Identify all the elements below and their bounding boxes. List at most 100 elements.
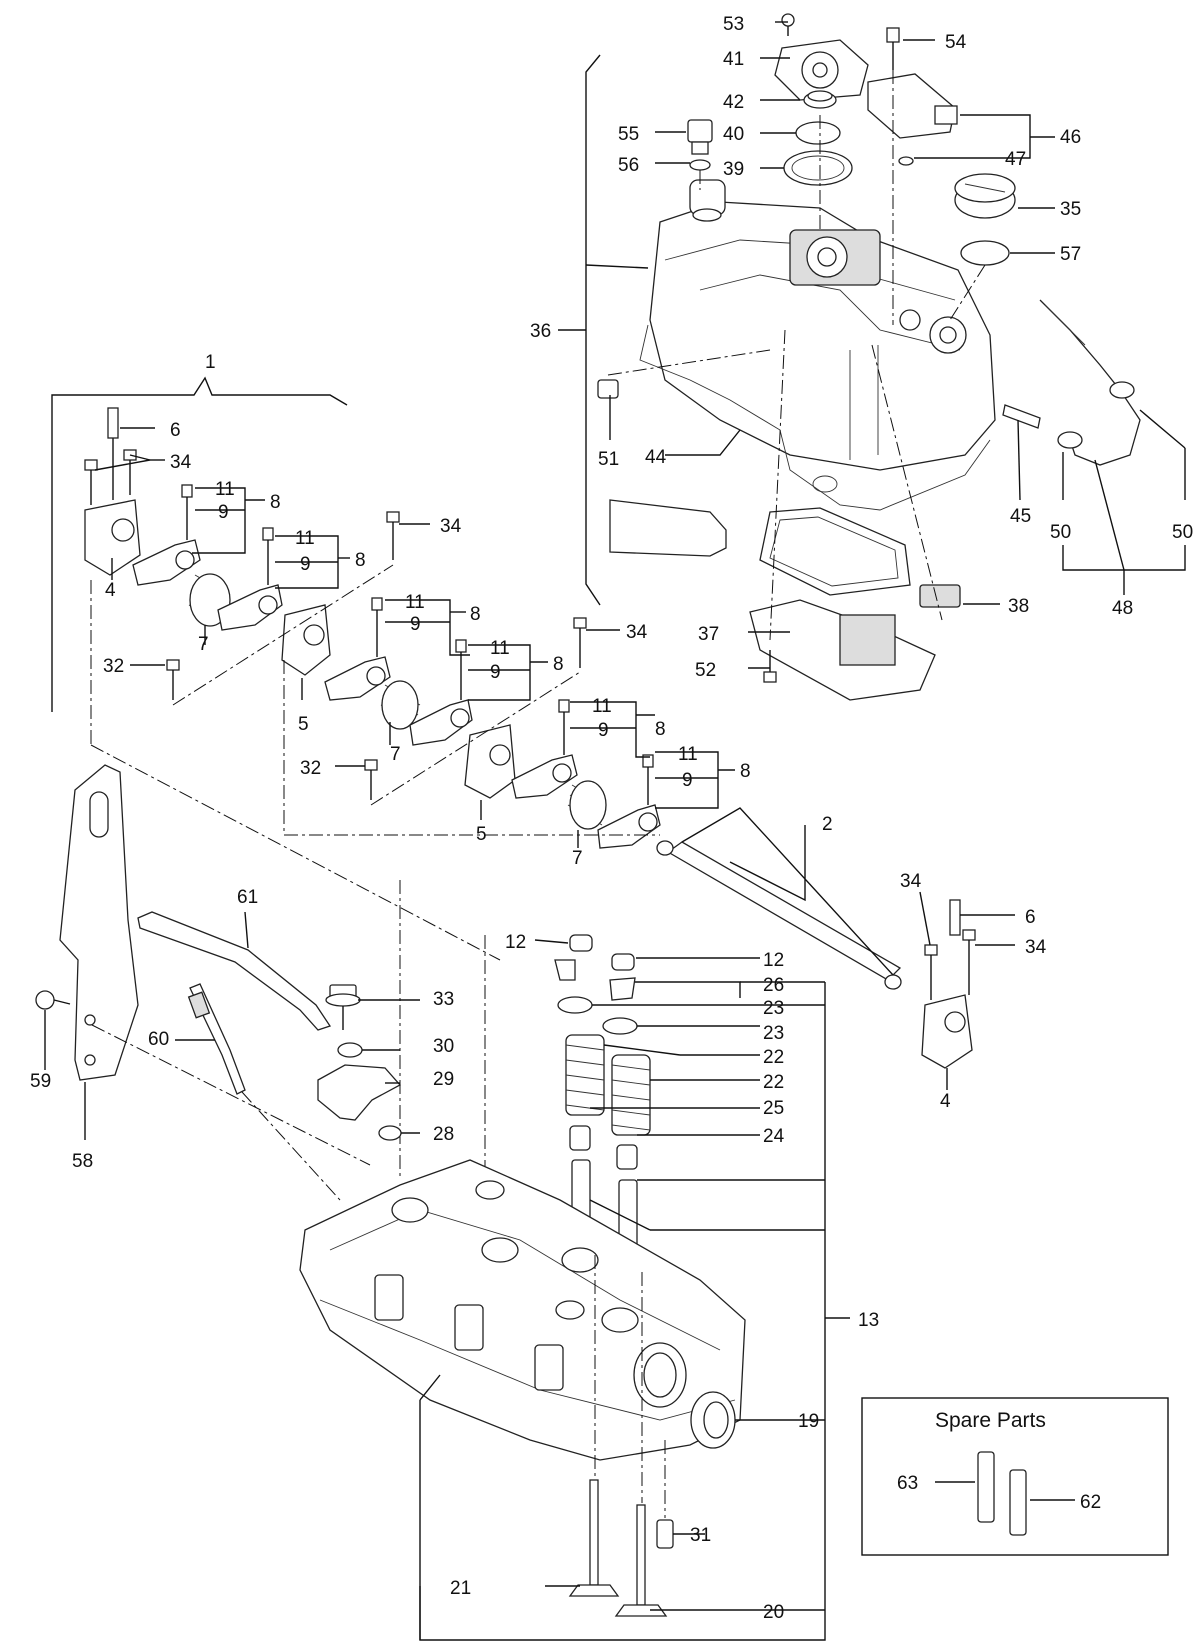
spring-42[interactable]	[803, 90, 837, 109]
sensor-46[interactable]	[867, 73, 958, 139]
label-53: 53	[723, 14, 744, 35]
label-9a: 9	[218, 502, 229, 523]
label-7b: 7	[390, 744, 401, 765]
label-9f: 9	[682, 770, 693, 791]
label-11e: 11	[592, 696, 612, 717]
glow-plug-lead-61[interactable]	[137, 911, 332, 1031]
rocker-arm-8-c[interactable]	[324, 597, 391, 701]
bolts-32[interactable]	[166, 659, 378, 800]
plug-55[interactable]	[687, 119, 713, 155]
label-35: 35	[1060, 199, 1081, 220]
label-56: 56	[618, 155, 639, 176]
rocker-support-4-left[interactable]	[84, 420, 141, 576]
label-34d: 34	[900, 871, 922, 892]
rocker-arm-8-a[interactable]	[132, 484, 201, 586]
bracket-group-36	[585, 54, 601, 606]
rocker-support-5-a[interactable]	[281, 604, 331, 676]
rocker-shaft-2[interactable]	[656, 840, 902, 990]
part-number-labels: 53 54 41 42 40 55 46 56 39 47 35 57 36 1…	[30, 14, 1193, 1623]
label-40: 40	[723, 124, 744, 145]
seal-ring-19[interactable]	[690, 1391, 736, 1449]
label-42: 42	[723, 92, 744, 113]
diaphragm-cover-41[interactable]	[774, 39, 869, 101]
plate-40[interactable]	[795, 121, 841, 145]
cap-51[interactable]	[597, 379, 619, 399]
diaphragm-39[interactable]	[783, 150, 853, 186]
o-ring-56[interactable]	[689, 159, 711, 171]
label-41: 41	[723, 49, 744, 70]
hose-clamps-50[interactable]	[1057, 381, 1135, 449]
sealant-tube	[609, 499, 727, 557]
label-62: 62	[1080, 1492, 1101, 1513]
label-11d: 11	[490, 638, 510, 659]
washer-28[interactable]	[378, 1125, 402, 1141]
valve-collets-26[interactable]	[609, 977, 636, 1001]
keepers-12[interactable]	[554, 934, 635, 981]
fitting-45[interactable]	[1002, 404, 1041, 429]
clamp-29[interactable]	[317, 1064, 402, 1121]
rocker-support-4-right[interactable]	[921, 899, 976, 1069]
bracket-group-1	[51, 376, 348, 712]
bolt-34-c[interactable]	[573, 617, 587, 668]
rocker-arm-8-e[interactable]	[511, 699, 578, 799]
valve-stem-seals[interactable]	[569, 1125, 638, 1170]
breather-hose-48[interactable]	[1039, 299, 1141, 466]
label-2: 2	[822, 814, 833, 835]
rocker-arm-8-b[interactable]	[217, 527, 283, 631]
leader-lines	[44, 21, 1186, 1641]
label-34e: 34	[1025, 937, 1047, 958]
valve-20[interactable]	[614, 1504, 668, 1617]
valve-spring-22-a[interactable]	[565, 1034, 605, 1116]
spring-retainers-23[interactable]	[557, 996, 638, 1035]
label-61: 61	[237, 887, 258, 908]
label-8e: 8	[655, 719, 666, 740]
bolt-6-left[interactable]	[107, 407, 119, 439]
bolts-34-left[interactable]	[84, 449, 137, 505]
screw-53[interactable]	[781, 13, 795, 36]
rocker-arm-8-f[interactable]	[597, 754, 661, 849]
label-8a: 8	[270, 492, 281, 513]
label-47: 47	[1005, 149, 1026, 170]
cylinder-head-13[interactable]	[299, 1159, 746, 1461]
label-4a: 4	[105, 580, 116, 601]
bolt-54[interactable]	[886, 27, 900, 70]
spring-7-c[interactable]	[567, 780, 607, 830]
spring-7-b[interactable]	[380, 680, 421, 730]
label-29: 29	[433, 1069, 454, 1090]
label-34b: 34	[440, 516, 462, 537]
label-36: 36	[530, 321, 551, 342]
label-20: 20	[763, 1602, 784, 1623]
rocker-support-5-b[interactable]	[464, 724, 516, 799]
label-9c: 9	[410, 614, 421, 635]
bolt-33[interactable]	[325, 984, 361, 1030]
plate-37[interactable]	[749, 599, 936, 701]
label-8b: 8	[355, 550, 366, 571]
glow-plug-60[interactable]	[187, 983, 246, 1095]
bolt-59[interactable]	[35, 990, 71, 1010]
label-48: 48	[1112, 598, 1133, 619]
label-11f: 11	[678, 744, 698, 765]
label-11a: 11	[215, 479, 235, 500]
o-ring-47[interactable]	[898, 156, 914, 166]
label-54: 54	[945, 32, 967, 53]
dowel-31[interactable]	[656, 1519, 674, 1549]
lifting-bracket-58[interactable]	[59, 764, 139, 1081]
oil-filler-cap-35[interactable]	[954, 173, 1016, 219]
washer-30[interactable]	[337, 1042, 363, 1058]
o-ring-57[interactable]	[960, 240, 1010, 266]
valve-21[interactable]	[568, 1479, 620, 1597]
label-30: 30	[433, 1036, 454, 1057]
label-23a: 23	[763, 998, 784, 1019]
block-38[interactable]	[919, 584, 961, 608]
valve-spring-22-b[interactable]	[611, 1054, 651, 1136]
label-33: 33	[433, 989, 454, 1010]
bolt-34-b[interactable]	[386, 511, 400, 560]
label-50a: 50	[1050, 522, 1071, 543]
label-26: 26	[763, 975, 784, 996]
label-34a: 34	[170, 452, 192, 473]
label-12b: 12	[763, 950, 784, 971]
valve-cover[interactable]	[649, 179, 996, 471]
label-25: 25	[763, 1098, 784, 1119]
rocker-arm-8-d[interactable]	[409, 639, 473, 746]
